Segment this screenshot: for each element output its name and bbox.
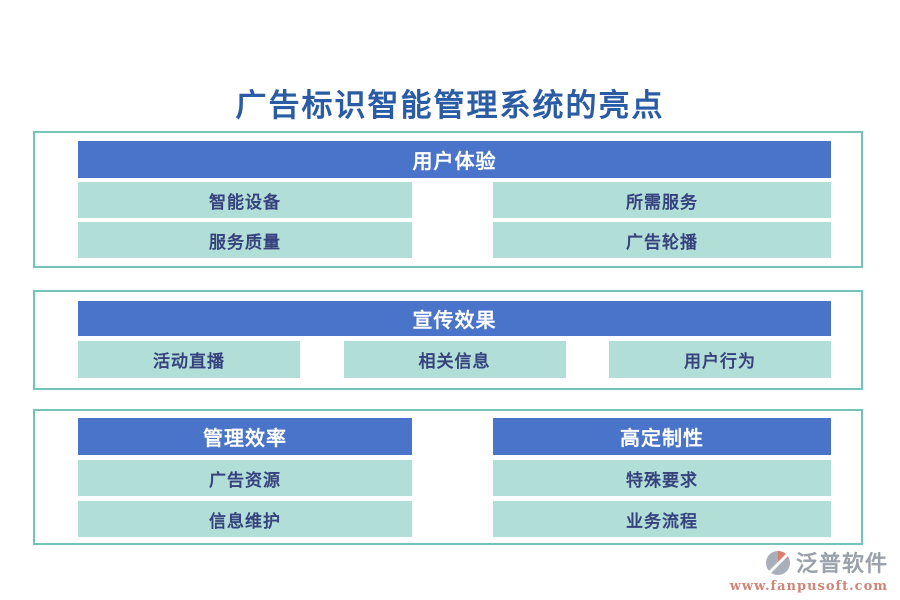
section-promotion-effect: 宣传效果 活动直播 相关信息 用户行为 [33,290,863,390]
column-high-customization: 高定制性 特殊要求 业务流程 [493,418,831,543]
item-user-behavior[interactable]: 用户行为 [609,341,831,378]
column-management-efficiency: 管理效率 广告资源 信息维护 [78,418,412,543]
section-header-promotion-effect: 宣传效果 [78,301,831,336]
item-service-quality[interactable]: 服务质量 [78,222,412,258]
item-live-events[interactable]: 活动直播 [78,341,300,378]
section-efficiency-customization: 管理效率 广告资源 信息维护 高定制性 特殊要求 业务流程 [33,409,863,545]
item-required-services[interactable]: 所需服务 [493,182,831,218]
section-user-experience: 用户体验 智能设备 所需服务 服务质量 广告轮播 [33,131,863,268]
item-smart-devices[interactable]: 智能设备 [78,182,412,218]
item-ad-resources[interactable]: 广告资源 [78,460,412,496]
brand-url[interactable]: www.fanpusoft.com [729,579,888,594]
section-header-user-experience: 用户体验 [78,141,831,178]
item-business-process[interactable]: 业务流程 [493,501,831,537]
item-related-info[interactable]: 相关信息 [343,341,566,378]
promotion-effect-row: 活动直播 相关信息 用户行为 [78,341,831,378]
brand-name: 泛普软件 [795,551,888,577]
section-header-management-efficiency: 管理效率 [78,418,412,455]
fanpu-logo-icon [763,547,793,577]
page-title: 广告标识智能管理系统的亮点 [235,88,665,124]
fanpu-logo-top: 泛普软件 [730,546,888,578]
fanpu-logo: 泛普软件 www.fanpusoft.com [730,546,888,594]
user-experience-grid: 智能设备 所需服务 服务质量 广告轮播 [78,182,831,258]
item-special-requirements[interactable]: 特殊要求 [493,460,831,496]
section-header-high-customization: 高定制性 [493,418,831,455]
item-ad-carousel[interactable]: 广告轮播 [493,222,831,258]
item-info-maintenance[interactable]: 信息维护 [78,501,412,537]
